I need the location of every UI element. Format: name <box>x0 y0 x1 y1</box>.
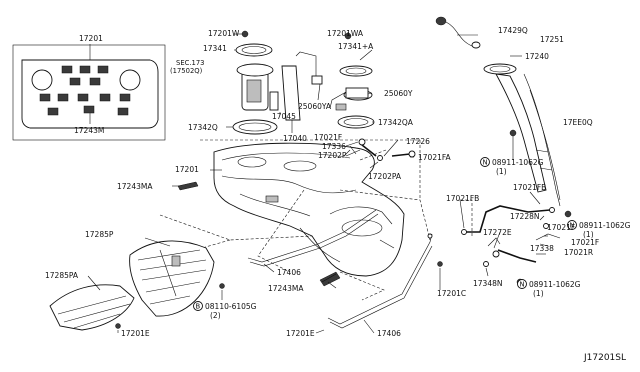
label-17240: 17240 <box>525 52 549 61</box>
nut-symbol-n-c-text: N <box>520 281 525 289</box>
label-08911-b: 08911-1062G <box>579 221 631 230</box>
label-17201: 17201 <box>175 165 199 174</box>
label-08911-b-qty: (1) <box>583 230 594 239</box>
bolt-symbol-b-text: B <box>196 303 201 311</box>
label-17202pa: 17202PA <box>368 172 402 181</box>
nut-symbol-n-b <box>567 220 577 230</box>
label-17348n: 17348N <box>473 279 502 288</box>
nut-symbol-n-a-text: N <box>483 159 488 167</box>
label-17429q: 17429Q <box>498 26 528 35</box>
label-08911-a: 08911-1062G <box>492 158 544 167</box>
label-17338: 17338 <box>530 244 554 253</box>
label-17251: 17251 <box>540 35 564 44</box>
label-17336: 17336 <box>322 142 346 151</box>
leader-lines <box>87 139 549 334</box>
label-17272e: 17272E <box>483 228 512 237</box>
label-08110-qty: (2) <box>210 311 221 320</box>
label-17341: 17341 <box>203 44 227 53</box>
fuel-pump-module <box>232 30 323 135</box>
label-17342qa: 17342QA <box>378 118 414 127</box>
label-17201-inset: 17201 <box>79 34 103 43</box>
label-17201c: 17201C <box>437 289 466 298</box>
label-17201w: 17201W <box>208 29 240 38</box>
label-17202p: 17202P <box>318 151 347 160</box>
side-hoses <box>437 205 572 286</box>
nut-symbol-n-b-text: N <box>570 222 575 230</box>
heat-shields <box>49 240 225 331</box>
label-25060y: 25060Y <box>384 89 413 98</box>
label-17243ma-a: 17243MA <box>117 182 153 191</box>
label-17406-a: 17406 <box>277 268 301 277</box>
label-17228n: 17228N <box>510 212 539 221</box>
filler-neck-assembly <box>435 16 561 207</box>
label-08911-c: 08911-1062G <box>529 280 581 289</box>
label-17021r: 17021R <box>564 248 593 257</box>
label-17201wa: 17201WA <box>327 29 364 38</box>
label-17243ma-b: 17243MA <box>268 284 304 293</box>
label-17021fb-b: 17021FB <box>446 194 479 203</box>
label-17243m: 17243M <box>74 126 104 135</box>
leader-lines-top <box>226 32 374 133</box>
label-17285pa: 17285PA <box>45 271 79 280</box>
label-17040: 17040 <box>283 134 307 143</box>
label-17226: 17226 <box>406 137 430 146</box>
label-25060ya: 25060YA <box>298 102 332 111</box>
label-17406-b: 17406 <box>377 329 401 338</box>
inset-tank-topview <box>12 44 166 141</box>
hoses-and-clamps <box>343 138 416 161</box>
label-17021fb-a: 17021FB <box>513 183 546 192</box>
label-17ee0q: 17EE0Q <box>563 118 593 127</box>
bolt-symbol-b <box>193 301 203 311</box>
label-17045: 17045 <box>272 112 296 121</box>
label-17021f-c: 17021F <box>571 238 599 247</box>
protector-17243ma <box>177 181 341 287</box>
label-17201e-b: 17201E <box>286 329 315 338</box>
tank-straps <box>247 209 433 329</box>
nut-symbol-n-a <box>480 157 490 167</box>
label-08911-c-qty: (1) <box>533 289 544 298</box>
label-17285p: 17285P <box>85 230 114 239</box>
label-17341a: 17341+A <box>338 42 374 51</box>
label-08110: 08110-6105G <box>205 302 257 311</box>
label-08911-a-qty: (1) <box>496 167 507 176</box>
diagram-reference: J17201SL <box>583 353 626 363</box>
label-sec173-sub: (17502Q) <box>170 67 203 75</box>
label-17201e-a: 17201E <box>121 329 150 338</box>
label-17021f-a: 17021F <box>314 133 342 142</box>
label-17342q: 17342Q <box>188 123 218 132</box>
nut-symbol-n-c <box>517 279 527 289</box>
fuel-sender-module <box>329 32 375 129</box>
label-17021f-b: 17021F <box>547 223 575 232</box>
label-17021fa: 17021FA <box>418 153 451 162</box>
fuel-tank-body <box>213 142 405 277</box>
label-sec173: SEC.173 <box>176 59 205 67</box>
